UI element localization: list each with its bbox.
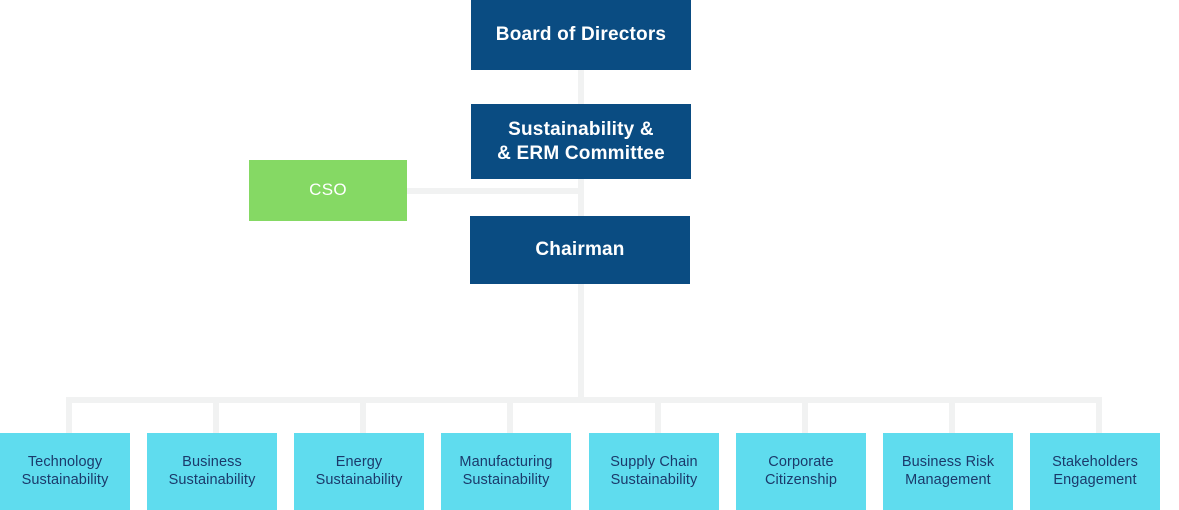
node-energy-sustainability-label: Energy Sustainability — [315, 453, 403, 488]
node-energy-sustainability[interactable]: Energy Sustainability — [294, 433, 424, 510]
node-chairman-label: Chairman — [535, 239, 625, 261]
connector-drop-corporate-citizenship — [802, 397, 808, 433]
node-cso-label: CSO — [309, 180, 347, 200]
connector-chairman-to-bus — [578, 284, 584, 397]
node-supply-chain-sustainability-label: Supply Chain Sustainability — [610, 453, 698, 488]
connector-committee-to-chairman — [578, 179, 584, 216]
node-business-sustainability[interactable]: Business Sustainability — [147, 433, 277, 510]
connector-drop-business-sustainability — [213, 397, 219, 433]
connector-drop-manufacturing-sustainability — [507, 397, 513, 433]
node-corporate-citizenship-label: Corporate Citizenship — [764, 453, 838, 488]
node-technology-sustainability-label: Technology Sustainability — [21, 453, 109, 488]
node-supply-chain-sustainability[interactable]: Supply Chain Sustainability — [589, 433, 719, 510]
node-sustainability-erm-committee[interactable]: Sustainability & & ERM Committee — [471, 104, 691, 179]
node-manufacturing-sustainability[interactable]: Manufacturing Sustainability — [441, 433, 571, 510]
node-business-risk-management[interactable]: Business Risk Management — [883, 433, 1013, 510]
node-stakeholders-engagement-label: Stakeholders Engagement — [1052, 453, 1138, 488]
node-corporate-citizenship[interactable]: Corporate Citizenship — [736, 433, 866, 510]
node-stakeholders-engagement[interactable]: Stakeholders Engagement — [1030, 433, 1160, 510]
node-manufacturing-sustainability-label: Manufacturing Sustainability — [459, 453, 553, 488]
node-technology-sustainability[interactable]: Technology Sustainability — [0, 433, 130, 510]
node-business-risk-management-label: Business Risk Management — [901, 453, 995, 488]
connector-drop-technology-sustainability — [66, 397, 72, 433]
connector-cso-to-spine — [406, 188, 581, 194]
node-board-of-directors-label: Board of Directors — [495, 24, 667, 46]
node-board-of-directors[interactable]: Board of Directors — [471, 0, 691, 70]
connector-drop-stakeholders-engagement — [1096, 397, 1102, 433]
node-cso[interactable]: CSO — [249, 160, 407, 221]
connector-board-to-committee — [578, 70, 584, 104]
connector-drop-energy-sustainability — [360, 397, 366, 433]
connector-horizontal-bus — [66, 397, 1102, 403]
node-sustainability-erm-committee-label: Sustainability & & ERM Committee — [497, 119, 665, 164]
connector-drop-business-risk-management — [949, 397, 955, 433]
connector-drop-supply-chain-sustainability — [655, 397, 661, 433]
node-chairman[interactable]: Chairman — [470, 216, 690, 284]
node-business-sustainability-label: Business Sustainability — [168, 453, 256, 488]
